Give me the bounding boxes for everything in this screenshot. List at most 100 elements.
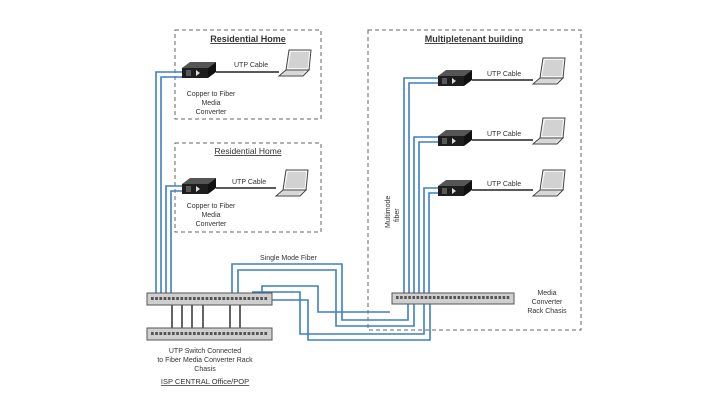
port — [222, 297, 226, 300]
port — [486, 296, 489, 299]
network-switch-icon — [146, 292, 273, 306]
fiber-links — [155, 71, 438, 341]
svg-text:Chasis: Chasis — [194, 366, 216, 373]
port — [243, 297, 247, 300]
port — [457, 296, 461, 299]
port — [180, 332, 184, 335]
port — [188, 297, 192, 300]
port — [176, 332, 179, 335]
residential-home-2-title: Residential Home — [214, 146, 281, 156]
port — [230, 332, 234, 335]
port — [251, 332, 255, 335]
svg-text:fiber: fiber — [394, 208, 401, 222]
port — [256, 332, 259, 335]
port — [184, 332, 188, 335]
port — [260, 332, 263, 335]
port — [155, 297, 158, 300]
utp-cables — [171, 71, 533, 330]
port — [222, 332, 226, 335]
laptop-icon — [275, 169, 309, 197]
svg-text:Copper to Fiber: Copper to Fiber — [187, 203, 236, 210]
laptop-icon — [278, 49, 312, 77]
port — [159, 297, 163, 300]
svg-text:Media: Media — [537, 290, 556, 297]
port — [432, 296, 436, 299]
port — [172, 297, 175, 300]
utp-switch-label: UTP Switch Connected to Fiber Media Conv… — [157, 348, 253, 373]
port — [226, 297, 230, 300]
svg-text:UTP Switch Connected: UTP Switch Connected — [169, 348, 241, 355]
converter-label-residential-2: Copper to Fiber Media Converter — [187, 203, 236, 228]
rack-chassis-icon — [391, 292, 515, 305]
port — [205, 297, 209, 300]
svg-text:Rack Chasis: Rack Chasis — [527, 308, 567, 315]
port — [260, 297, 263, 300]
media-converter-icon — [437, 179, 473, 197]
port — [230, 297, 234, 300]
port — [218, 297, 221, 300]
single-mode-link-1 — [231, 263, 409, 321]
port — [441, 296, 444, 299]
isp-central-office-title: ISP CENTRAL Office/POP — [161, 377, 249, 386]
port — [193, 297, 196, 300]
port — [482, 296, 485, 299]
port — [226, 332, 230, 335]
media-converter-icon — [181, 177, 217, 195]
network-switch-icon — [146, 327, 273, 341]
multimode-link-1 — [403, 77, 438, 296]
port — [251, 297, 255, 300]
svg-text:Media: Media — [201, 212, 220, 219]
utp-cable-label: UTP Cable — [234, 62, 268, 69]
laptop-icon — [532, 169, 566, 197]
utp-cable-label: UTP Cable — [232, 179, 266, 186]
multimode-link-2 — [413, 136, 438, 296]
port — [205, 332, 209, 335]
port — [193, 332, 196, 335]
port — [209, 297, 213, 300]
single-mode-link-5 — [261, 285, 390, 313]
residential-home-1-box — [174, 29, 322, 120]
port — [396, 296, 399, 299]
port — [239, 297, 242, 300]
port — [155, 332, 158, 335]
port — [197, 332, 200, 335]
port — [172, 332, 175, 335]
residential-home-2-box — [174, 142, 322, 233]
svg-text:Copper to Fiber: Copper to Fiber — [187, 91, 236, 98]
port — [188, 332, 192, 335]
fiber-link-residential-2b — [170, 190, 182, 296]
port — [218, 332, 221, 335]
utp-cable-label: UTP Cable — [487, 181, 521, 188]
fiber-link-residential-1b — [160, 76, 182, 296]
port — [416, 296, 420, 299]
port — [465, 296, 469, 299]
port — [163, 297, 167, 300]
media-converter-icon — [437, 129, 473, 147]
laptop-icon — [532, 117, 566, 145]
port — [424, 296, 428, 299]
port — [235, 297, 238, 300]
media-converter-icon — [437, 69, 473, 87]
port — [214, 297, 217, 300]
media-converter-icon — [181, 61, 217, 79]
port — [400, 296, 403, 299]
port — [453, 296, 456, 299]
laptop-icon — [532, 57, 566, 85]
port — [167, 297, 171, 300]
port — [209, 332, 213, 335]
svg-text:Media: Media — [201, 100, 220, 107]
multimode-link-3b — [428, 192, 438, 296]
multimode-fiber-label: Multimode fiber — [385, 196, 401, 228]
port — [214, 332, 217, 335]
converter-label-residential-1: Copper to Fiber Media Converter — [187, 91, 236, 116]
port — [437, 296, 440, 299]
port — [243, 332, 247, 335]
port — [151, 332, 154, 335]
fiber-link-residential-1 — [155, 71, 182, 296]
svg-text:to Fiber Media Converter Rack: to Fiber Media Converter Rack — [157, 357, 253, 364]
port — [412, 296, 415, 299]
port — [404, 296, 407, 299]
port — [239, 332, 242, 335]
